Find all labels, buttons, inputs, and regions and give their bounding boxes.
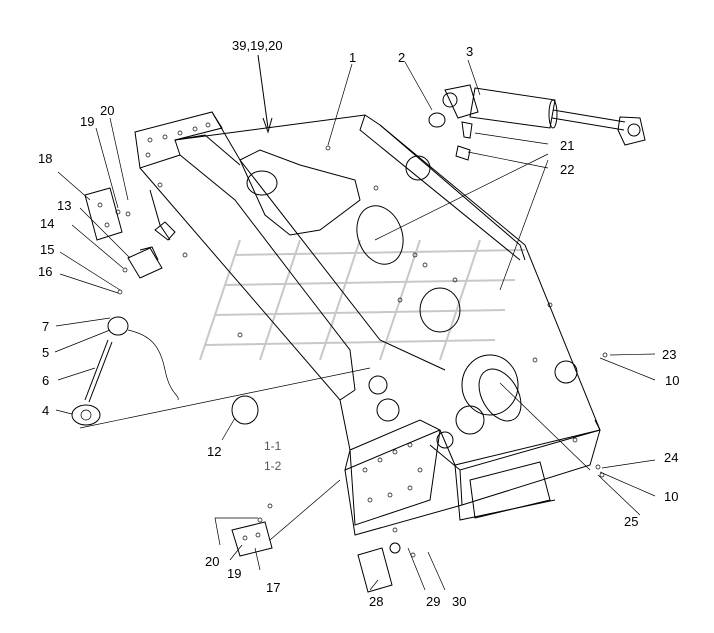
washer-part-29 — [389, 542, 401, 554]
label-1-2: 1-2 — [264, 459, 282, 473]
label-3: 3 — [466, 44, 473, 59]
main-frame — [134, 111, 601, 536]
block-part-28 — [357, 547, 393, 593]
plate-part-17 — [231, 521, 273, 557]
bracket-part-18 — [84, 187, 123, 241]
bracket-part-13 — [127, 246, 163, 279]
label-21: 21 — [560, 138, 574, 153]
label-2: 2 — [398, 50, 405, 65]
hydraulic-cylinder — [442, 84, 646, 146]
label-6: 6 — [42, 373, 49, 388]
label-12: 12 — [207, 444, 221, 459]
label-28: 28 — [369, 594, 383, 609]
label-5: 5 — [42, 345, 49, 360]
label-20-bottom: 20 — [205, 554, 219, 569]
label-29: 29 — [426, 594, 440, 609]
label-1-1: 1-1 — [264, 439, 282, 453]
label-13: 13 — [57, 198, 71, 213]
bolt-part-21 — [461, 121, 473, 139]
label-18: 18 — [38, 151, 52, 166]
nut-part-22 — [455, 145, 471, 161]
label-1: 1 — [349, 50, 356, 65]
label-7: 7 — [42, 319, 49, 334]
label-19-bottom: 19 — [227, 566, 241, 581]
label-14: 14 — [40, 216, 54, 231]
label-39-19-20: 39,19,20 — [232, 38, 283, 53]
watermark-logo — [199, 239, 526, 361]
leader-lines — [54, 54, 656, 591]
pin-part-2 — [428, 112, 446, 128]
label-25: 25 — [624, 514, 638, 529]
label-16: 16 — [38, 264, 52, 279]
sensor-assembly — [71, 316, 179, 426]
label-23: 23 — [662, 347, 676, 362]
label-4: 4 — [42, 403, 49, 418]
label-15: 15 — [40, 242, 54, 257]
label-24: 24 — [664, 450, 678, 465]
label-10-upper: 10 — [665, 373, 679, 388]
label-10-lower: 10 — [664, 489, 678, 504]
screws-group — [115, 209, 608, 558]
label-22: 22 — [560, 162, 574, 177]
label-17: 17 — [266, 580, 280, 595]
label-30: 30 — [452, 594, 466, 609]
label-20-left: 20 — [100, 103, 114, 118]
cap-part-12 — [231, 395, 259, 425]
label-19-left: 19 — [80, 114, 94, 129]
callout-labels: 39,19,20 1 2 3 20 19 18 13 14 15 16 7 5 … — [38, 38, 679, 609]
